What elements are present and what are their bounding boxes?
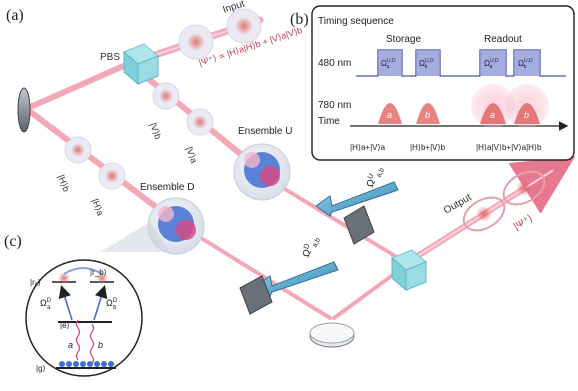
control-pulses xyxy=(378,50,540,76)
timing-state-1: |H⟩a+|V⟩a xyxy=(350,143,386,152)
photon-pulse-label-3: a xyxy=(490,110,495,120)
timing-panel: (b) Timing sequence Storage Readout 480 … xyxy=(290,5,575,161)
panel-c-label: (c) xyxy=(4,233,22,250)
timing-state-2: |H⟩b+|V⟩b xyxy=(410,143,446,152)
dichroic-mirror-u xyxy=(343,205,375,245)
omega-ab-u: ΩUa,b xyxy=(364,164,386,190)
input-photons xyxy=(178,8,262,60)
timing-state-3: |H⟩a|V⟩b+|V⟩a|H⟩b xyxy=(476,143,542,152)
combiner-pbs xyxy=(391,249,427,292)
beam-pbs-to-mirror xyxy=(25,61,131,111)
dichroic-mirror-d xyxy=(239,275,273,315)
ensemble-d-label: Ensemble D xyxy=(140,182,194,193)
output-photons xyxy=(462,170,546,232)
photon-pulse-labels: a b a b xyxy=(387,110,529,120)
panel-b-label: (b) xyxy=(290,11,309,28)
control-arrow-d xyxy=(255,261,339,297)
timing-states: |H⟩a+|V⟩a |H⟩b+|V⟩b |H⟩a|V⟩b+|V⟩a|H⟩b xyxy=(350,143,542,152)
ensemble-u-label: Ensemble U xyxy=(238,126,292,137)
photon-pulse-label-2: b xyxy=(425,110,430,120)
label-h-a: |H⟩a xyxy=(90,197,105,217)
photon-pulses xyxy=(378,84,549,128)
photon-pulse-label-1: a xyxy=(387,110,392,120)
output-state: |Ψ⁺⟩ xyxy=(512,213,535,233)
wavelength-780: 780 nm xyxy=(318,100,351,111)
label-h-b: |H⟩b xyxy=(56,173,71,193)
readout-label: Readout xyxy=(484,34,522,45)
omega-ab-d: ΩDa,b xyxy=(300,234,322,260)
storage-label: Storage xyxy=(386,34,421,45)
level-rb-label: |r_b⟩ xyxy=(90,268,107,277)
level-ra-label: |rₐ⟩ xyxy=(30,278,41,287)
level-g-label: |g⟩ xyxy=(36,364,46,373)
beam-u-to-combiner xyxy=(268,178,407,264)
ensemble-u xyxy=(233,143,291,201)
photon-a-label: a xyxy=(68,340,73,350)
photon-pulse-4 xyxy=(514,103,540,124)
label-v-a: |V⟩a xyxy=(184,145,199,164)
photon-pulse-2 xyxy=(416,103,440,124)
photon-b-label: b xyxy=(98,340,103,350)
output-label: Output xyxy=(442,192,474,217)
zoom-cone xyxy=(100,222,170,252)
pbs-cube xyxy=(123,43,159,86)
beam-d-to-mirror xyxy=(178,223,332,320)
time-label: Time xyxy=(318,116,340,127)
v-photons xyxy=(152,82,214,136)
ground-atoms xyxy=(59,361,114,367)
label-v-b: |V⟩b xyxy=(148,121,163,140)
beam-mirror-to-d xyxy=(25,107,163,213)
panel-a-label: (a) xyxy=(6,7,24,24)
level-e-label: |e⟩ xyxy=(60,321,70,330)
photon-pulse-3 xyxy=(480,103,506,124)
control-arrow-u xyxy=(315,181,399,217)
wavelength-480: 480 nm xyxy=(318,58,351,69)
photon-pulse-1 xyxy=(378,103,402,124)
timing-title: Timing sequence xyxy=(318,16,394,27)
ensemble-d xyxy=(147,197,205,255)
pbs-label: PBS xyxy=(100,52,120,63)
left-mirror xyxy=(17,87,31,133)
h-photons xyxy=(64,136,126,190)
lower-mirror xyxy=(309,322,355,348)
photon-pulse-label-4: b xyxy=(524,110,529,120)
